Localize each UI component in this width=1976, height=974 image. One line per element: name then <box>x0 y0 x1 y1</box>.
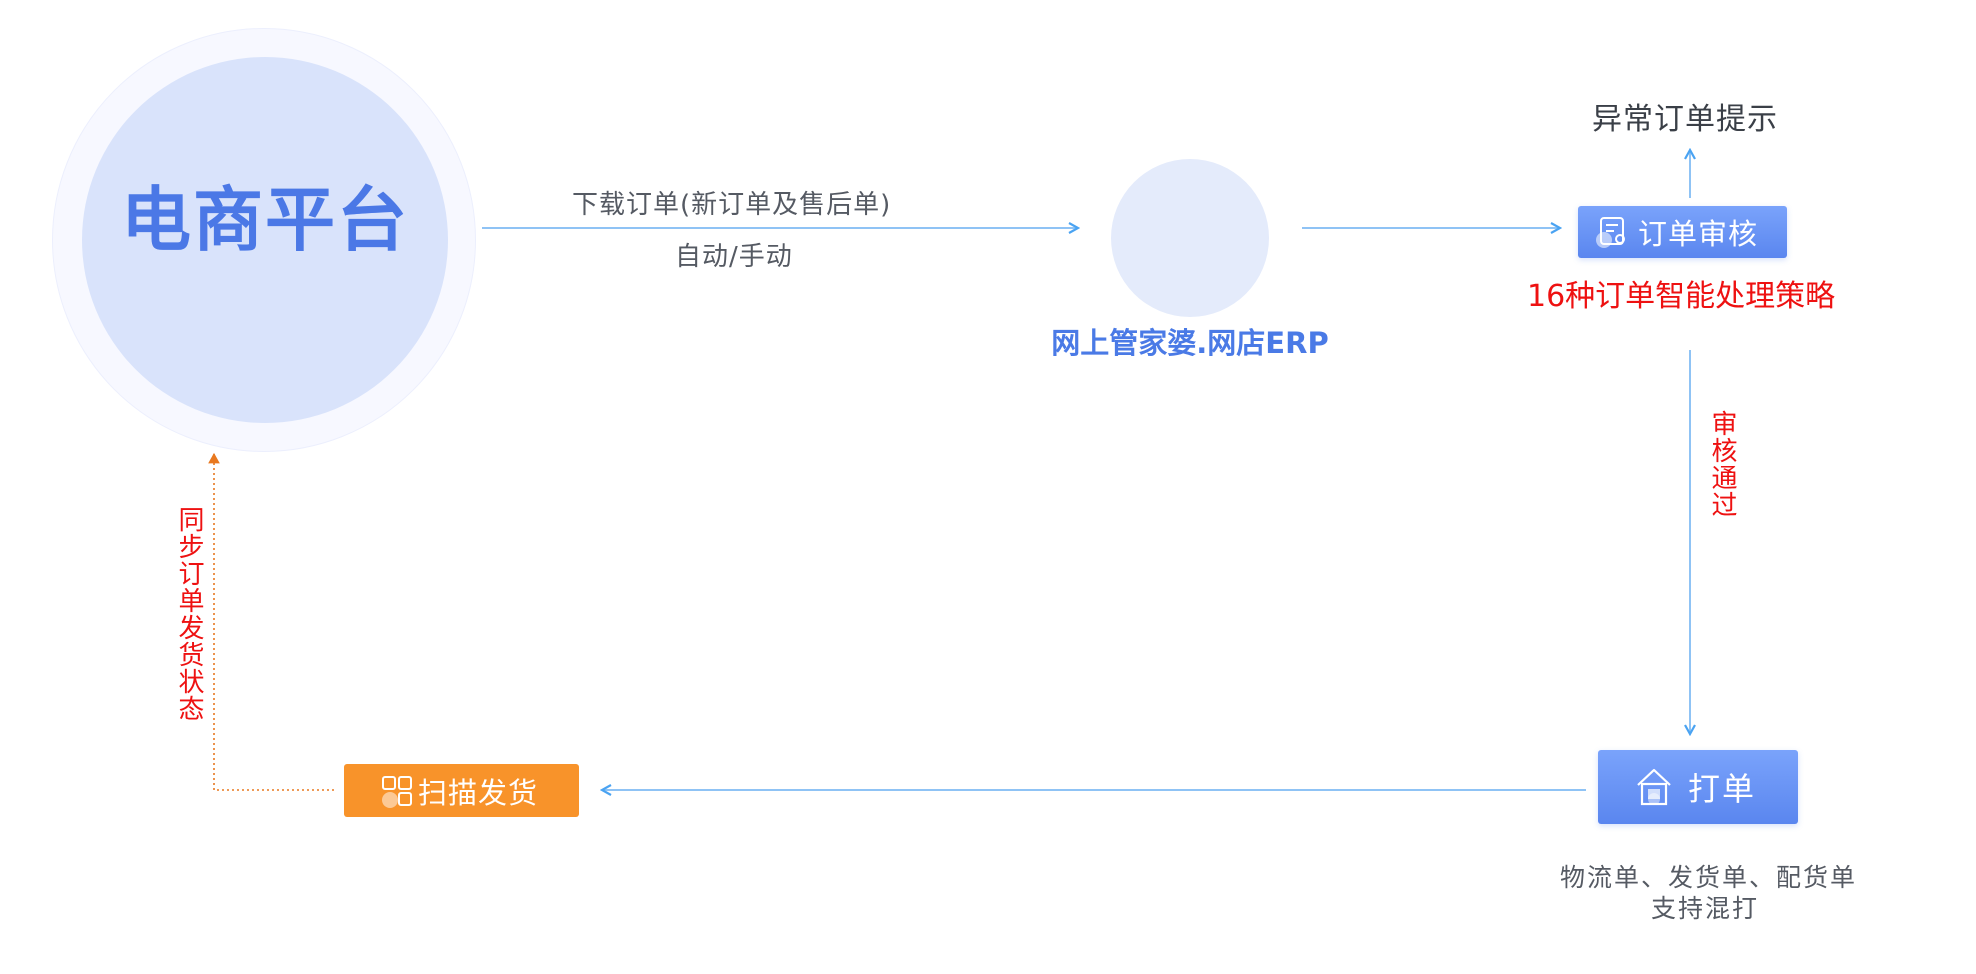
sync-status-label: 同步订单发货状态 <box>174 506 204 722</box>
erp-logo-circle <box>1111 159 1269 317</box>
download-orders-label: 下载订单(新订单及售后单) <box>572 190 892 220</box>
order-review-label: 订单审核 <box>1638 217 1759 251</box>
print-note-line2: 支持混打 <box>1650 894 1759 923</box>
order-review-button[interactable]: 订单审核 <box>1578 206 1787 258</box>
scan-ship-button[interactable]: 扫描发货 <box>344 764 579 817</box>
print-note-line1: 物流单、发货单、配货单 <box>1560 863 1858 892</box>
print-order-button[interactable]: 打单 <box>1598 750 1798 824</box>
arrow-sync-status <box>208 452 334 791</box>
scan-ship-label: 扫描发货 <box>418 775 539 810</box>
download-mode-label: 自动/手动 <box>675 242 793 272</box>
erp-name-label: 网上管家婆.网店ERP <box>1051 326 1329 360</box>
platform-label: 电商平台 <box>121 179 409 261</box>
order-document-icon <box>1594 215 1628 249</box>
print-order-label: 打单 <box>1688 770 1757 808</box>
strategy-label: 16种订单智能处理策略 <box>1527 279 1836 314</box>
scan-qr-icon <box>380 774 414 808</box>
abnormal-order-label: 异常订单提示 <box>1592 102 1778 137</box>
approved-label: 审核通过 <box>1707 410 1737 518</box>
platform-circle <box>82 57 448 423</box>
house-print-icon <box>1634 765 1674 809</box>
